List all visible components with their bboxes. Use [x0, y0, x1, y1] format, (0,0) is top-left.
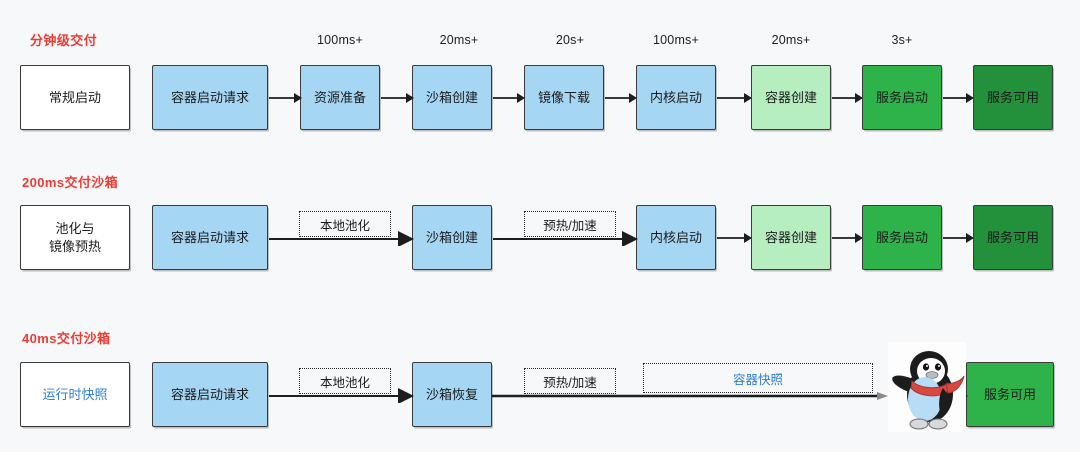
- node-r2-service-start[interactable]: 服务启动: [862, 205, 942, 270]
- arrow-r3-1: [269, 388, 414, 403]
- arrow-r1-7: [943, 93, 974, 103]
- arrow-r3-2-long: [492, 392, 888, 400]
- timing-label-3: 20s+: [555, 33, 585, 47]
- timing-label-6: 3s+: [891, 33, 913, 47]
- row-label-200ms-sandbox: 200ms交付沙箱: [22, 175, 119, 190]
- timing-label-4: 100ms+: [652, 33, 700, 47]
- node-r2-service-ready[interactable]: 服务可用: [973, 205, 1053, 270]
- chip-r3-container-snapshot: 容器快照: [643, 363, 873, 393]
- row-header-line-1: 池化与: [55, 220, 95, 236]
- arrow-r1-3: [493, 93, 525, 103]
- node-r3-sandbox-restore[interactable]: 沙箱恢复: [412, 362, 492, 427]
- row-header-line-2: 镜像预热: [48, 238, 101, 254]
- chip-r3-preheat-accelerate: 预热/加速: [524, 368, 616, 394]
- row-label-40ms-sandbox: 40ms交付沙箱: [22, 331, 111, 346]
- node-r1-service-start[interactable]: 服务启动: [862, 65, 942, 130]
- arrow-r1-1: [269, 93, 302, 103]
- arrow-r2-2: [493, 231, 638, 246]
- node-r3-container-start-request[interactable]: 容器启动请求: [152, 362, 268, 427]
- node-r1-resource-prepare[interactable]: 资源准备: [300, 65, 380, 130]
- chip-r2-local-pooling: 本地池化: [299, 211, 391, 237]
- node-r3-service-ready[interactable]: 服务可用: [966, 362, 1054, 427]
- node-r2-container-start-request[interactable]: 容器启动请求: [152, 205, 268, 270]
- penguin-mascot-icon: [888, 342, 966, 432]
- node-r1-container-create[interactable]: 容器创建: [751, 65, 831, 130]
- arrow-r2-4: [832, 233, 863, 243]
- chip-r2-preheat-accelerate: 预热/加速: [524, 211, 616, 237]
- node-r1-sandbox-create[interactable]: 沙箱创建: [412, 65, 492, 130]
- row-header-runtime-snapshot[interactable]: 运行时快照: [20, 362, 130, 427]
- node-r2-sandbox-create[interactable]: 沙箱创建: [412, 205, 492, 270]
- arrow-r2-5: [943, 233, 974, 243]
- timing-label-5: 20ms+: [771, 33, 811, 47]
- timing-label-2: 20ms+: [439, 33, 479, 47]
- row-header-normal-startup[interactable]: 常规启动: [20, 65, 130, 130]
- chip-r3-local-pooling: 本地池化: [299, 368, 391, 394]
- arrow-r1-5: [717, 93, 752, 103]
- arrow-r1-2: [381, 93, 414, 103]
- node-r1-service-ready[interactable]: 服务可用: [973, 65, 1053, 130]
- row-header-runtime-snapshot-text: 运行时快照: [42, 386, 108, 402]
- node-r1-container-start-request[interactable]: 容器启动请求: [152, 65, 268, 130]
- node-r2-container-create[interactable]: 容器创建: [751, 205, 831, 270]
- arrow-r2-1: [269, 231, 414, 246]
- arrow-r1-4: [605, 93, 637, 103]
- node-r2-kernel-boot[interactable]: 内核启动: [636, 205, 716, 270]
- timing-label-1: 100ms+: [316, 33, 364, 47]
- arrow-r2-3: [717, 233, 752, 243]
- node-r1-image-download[interactable]: 镜像下载: [524, 65, 604, 130]
- row-label-minute-level: 分钟级交付: [30, 33, 98, 48]
- node-r1-kernel-boot[interactable]: 内核启动: [636, 65, 716, 130]
- row-header-pooling-and-image-preheat[interactable]: 池化与 镜像预热: [20, 205, 130, 270]
- arrow-r1-6: [832, 93, 863, 103]
